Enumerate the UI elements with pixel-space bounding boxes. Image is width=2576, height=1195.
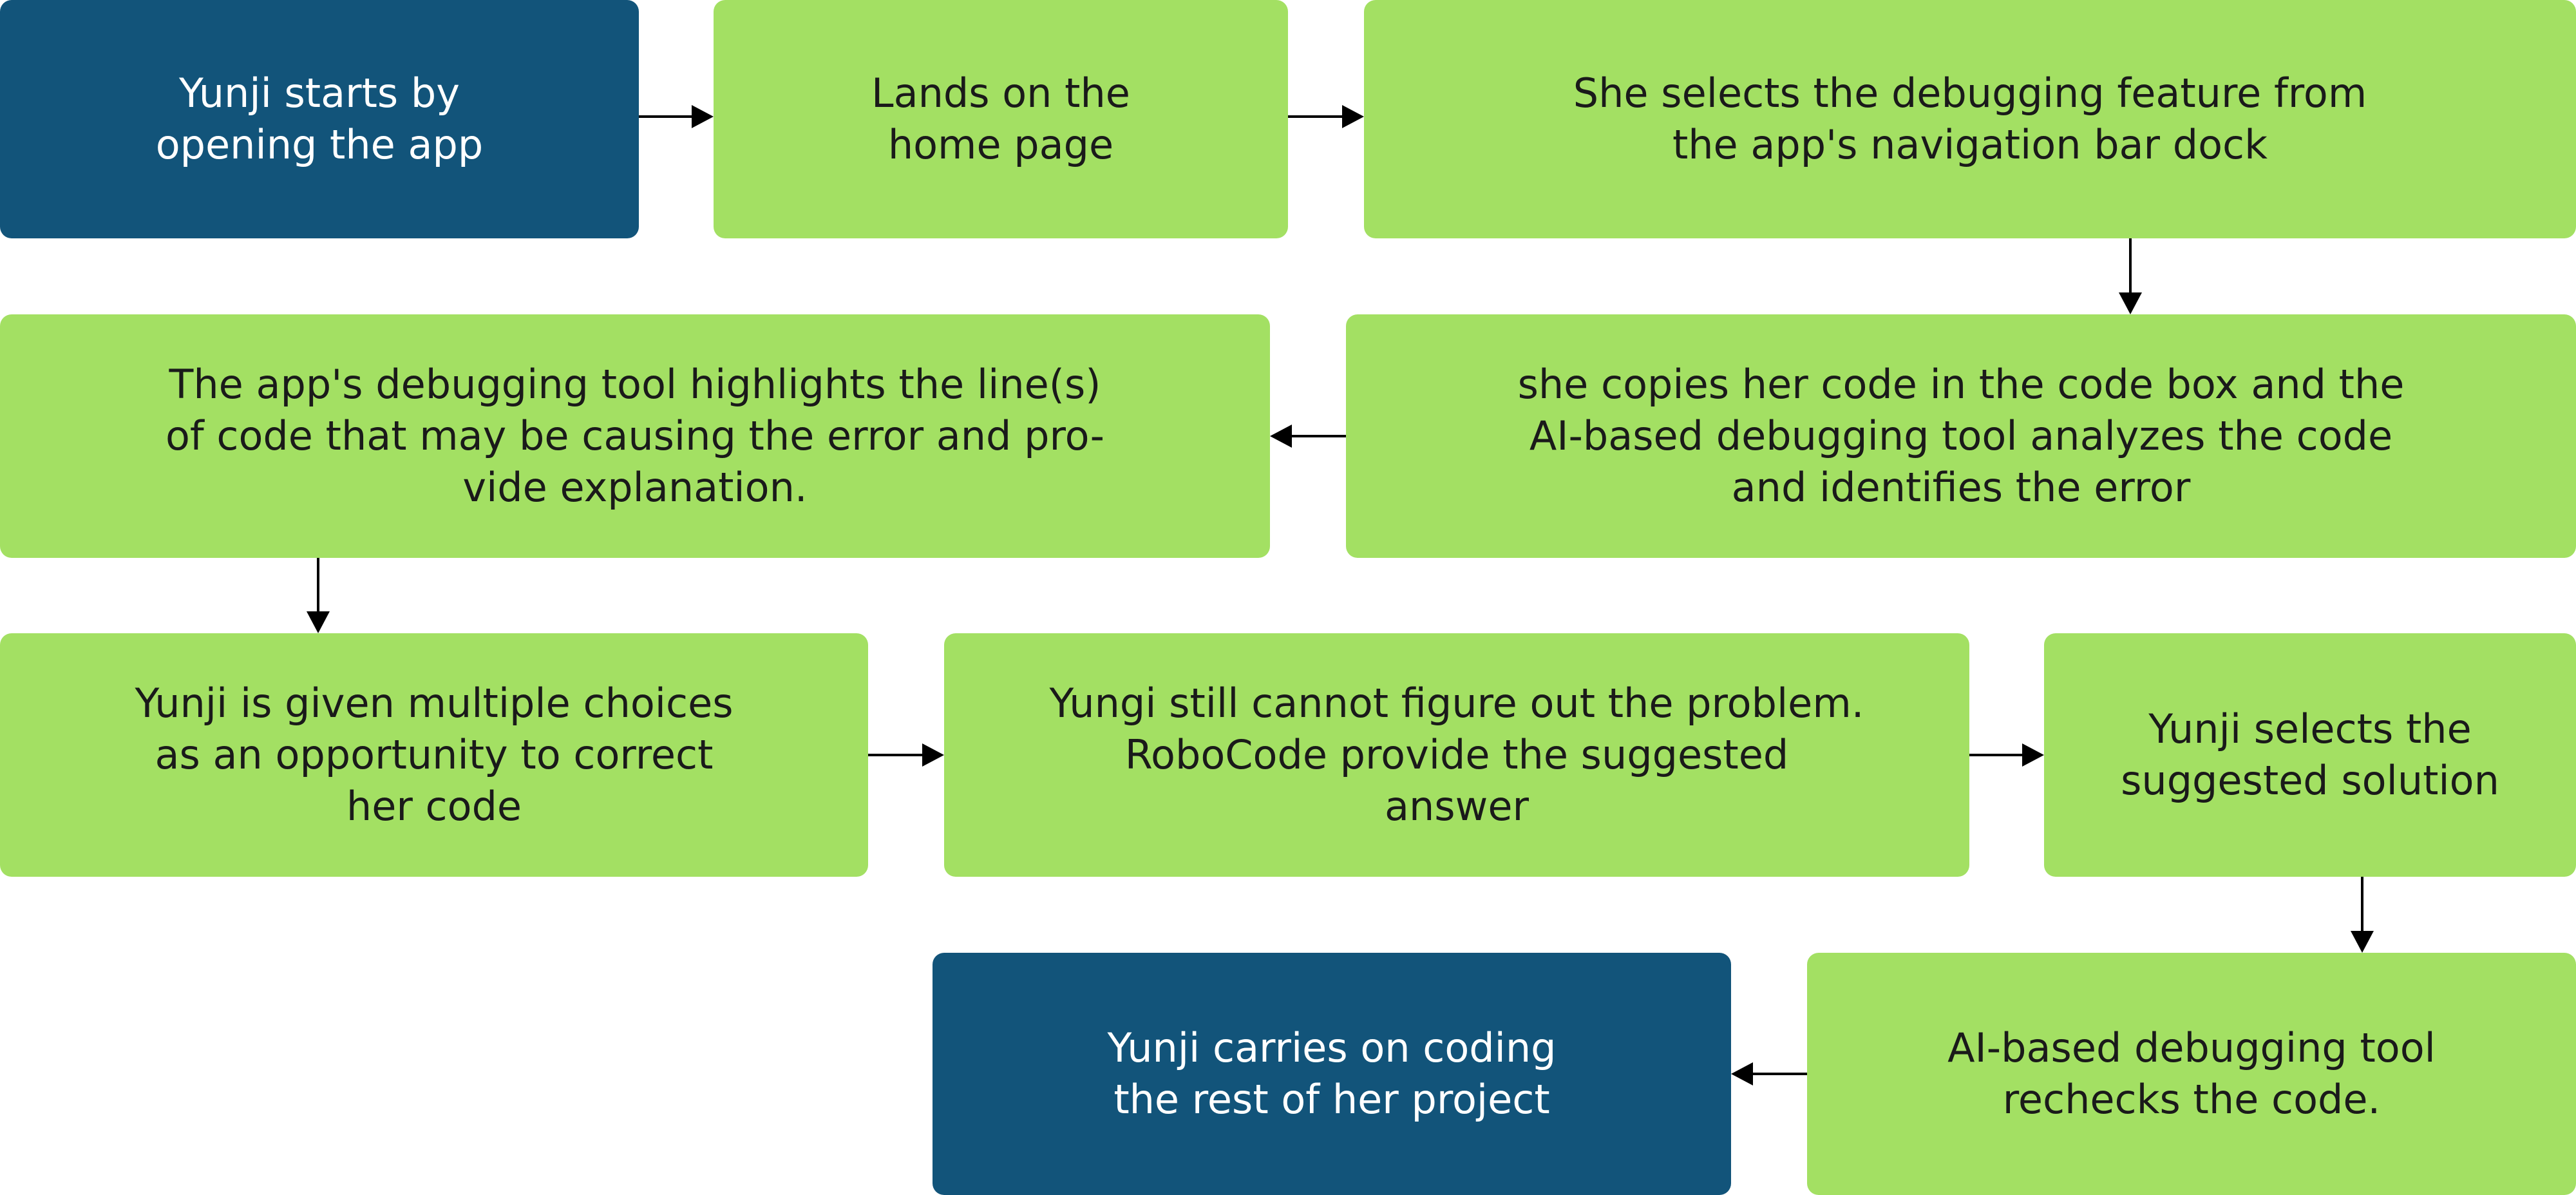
- step-continue-coding-node: Yunji carries on coding the rest of her …: [933, 953, 1731, 1195]
- arrow-highlight-to-choices: [307, 558, 330, 633]
- arrow-suggested-to-select-solution: [1969, 743, 2044, 767]
- step-highlight-lines-node: The app's debugging tool highlights the …: [0, 314, 1270, 558]
- step-suggested-answer-node: Yungi still cannot figure out the proble…: [944, 633, 1969, 877]
- arrow-select-solution-to-recheck: [2351, 877, 2374, 953]
- step-select-solution-node: Yunji selects the suggested solution: [2044, 633, 2576, 877]
- step-multiple-choices-node: Yunji is given multiple choices as an op…: [0, 633, 868, 877]
- arrow-recheck-to-continue: [1731, 1062, 1807, 1085]
- step-home-page-node: Lands on the home page: [714, 0, 1288, 238]
- arrow-copy-to-highlight: [1270, 425, 1346, 448]
- arrow-choices-to-suggested: [868, 743, 944, 767]
- arrow-open-to-home: [639, 105, 714, 128]
- step-open-app-node: Yunji starts by opening the app: [0, 0, 639, 238]
- step-copy-code-node: she copies her code in the code box and …: [1346, 314, 2576, 558]
- step-recheck-code-node: AI-based debugging tool rechecks the cod…: [1807, 953, 2576, 1195]
- arrow-home-to-select: [1288, 105, 1364, 128]
- step-select-debugging-node: She selects the debugging feature from t…: [1364, 0, 2576, 238]
- arrow-select-to-copy: [2119, 238, 2142, 314]
